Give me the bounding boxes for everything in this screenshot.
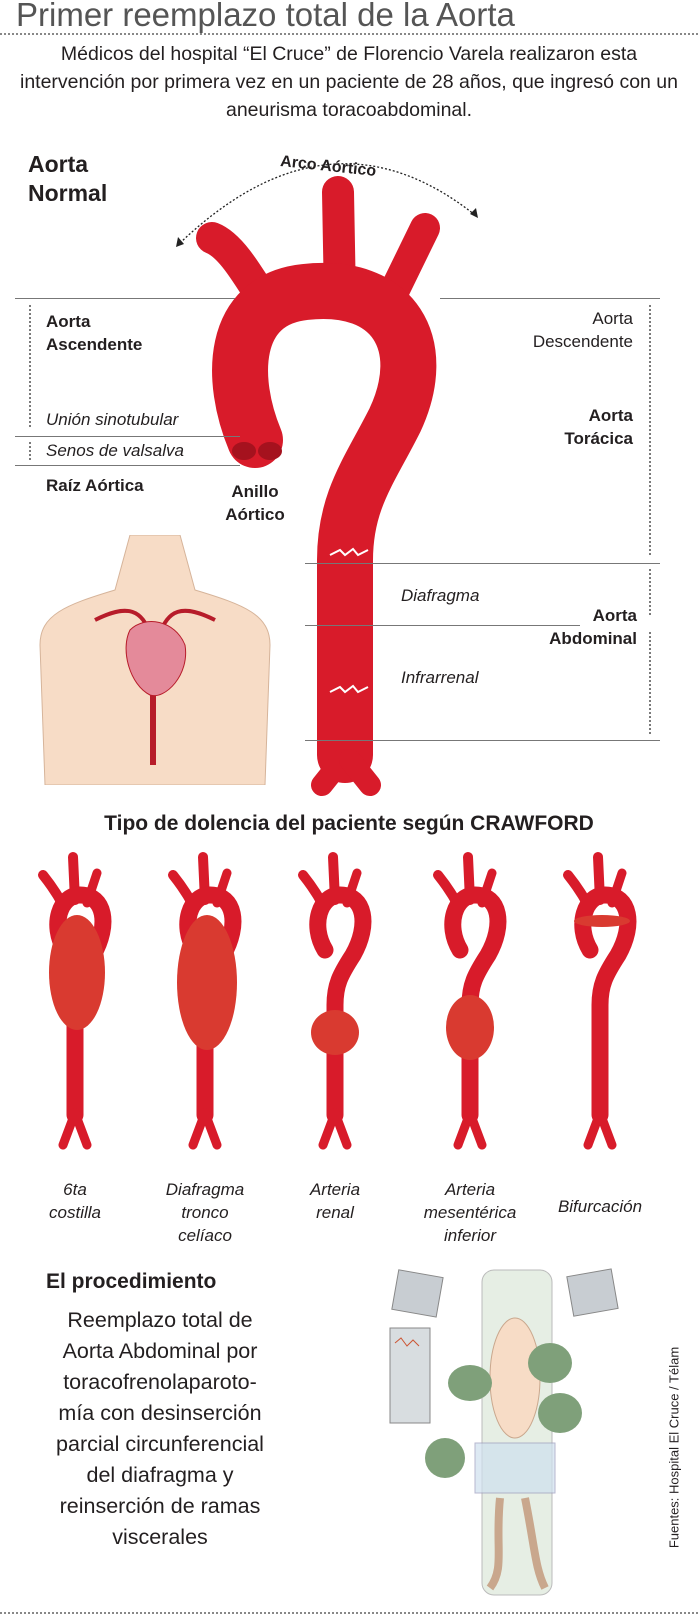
- divider: [440, 298, 660, 299]
- crawford-caption: Arteria renal: [270, 1178, 400, 1224]
- label-sinotubular: Unión sinotubular: [46, 410, 179, 429]
- cut-mark: [329, 684, 369, 694]
- procedure-line: reinserción de ramas: [59, 1494, 261, 1518]
- crawford-caption: 6ta costilla: [10, 1178, 140, 1224]
- divider: [15, 298, 235, 299]
- caption-line: Arteria: [444, 1180, 496, 1199]
- crawford-aorta-4: [433, 852, 507, 1150]
- divider: [15, 465, 240, 466]
- crawford-caption: Arteria mesentérica inferior: [405, 1178, 535, 1247]
- aneurysm: [574, 915, 630, 927]
- label-line: Aórtico: [225, 505, 285, 524]
- crawford-illustrations: [38, 852, 637, 1150]
- cut-mark: [329, 547, 369, 557]
- page-title: Primer reemplazo total de la Aorta: [16, 0, 515, 33]
- caption-line: inferior: [444, 1226, 496, 1245]
- caption-line: celíaco: [178, 1226, 232, 1245]
- intro-text: Médicos del hospital “El Cruce” de Flore…: [19, 43, 678, 121]
- procedure-line: del diafragma y: [86, 1463, 234, 1487]
- aneurysm: [177, 915, 237, 1050]
- crawford-aorta-2: [168, 852, 242, 1150]
- aorta-body: [212, 262, 437, 783]
- arch-arrow-head-right: [470, 208, 478, 218]
- label-diaphragm: Diafragma: [401, 586, 480, 605]
- procedure-line: toracofrenolaparoto-: [63, 1370, 257, 1394]
- divider: [305, 740, 660, 741]
- heading-line: Aorta: [28, 151, 89, 177]
- iliac-right: [339, 749, 381, 796]
- divider: [0, 1612, 698, 1614]
- divider: [15, 436, 240, 437]
- torso-illustration: [39, 535, 271, 785]
- divider: [0, 33, 698, 35]
- label-line: Anillo: [231, 482, 279, 501]
- procedure-line: viscerales: [112, 1525, 208, 1549]
- label-line: Torácica: [564, 429, 633, 448]
- label-line: Abdominal: [549, 629, 637, 648]
- procedure-text: Reemplazo total de Aorta Abdominal por tor…: [30, 1305, 290, 1553]
- label-line: Aorta: [592, 309, 633, 328]
- aneurysm: [446, 995, 494, 1060]
- source-credit: Fuentes: Hospital El Cruce / Télam: [666, 1346, 682, 1549]
- divider: [305, 625, 580, 626]
- caption-line: tronco: [181, 1203, 229, 1222]
- label-line: Aorta: [588, 406, 633, 425]
- aorta-illustration: [29, 163, 651, 796]
- label-line: Ascendente: [46, 335, 143, 354]
- aneurysm: [49, 915, 105, 1030]
- label-line: Aorta: [592, 606, 637, 625]
- label-line: Descendente: [532, 332, 633, 351]
- caption-line: Arteria: [309, 1180, 361, 1199]
- caption-line: Diafragma: [165, 1180, 245, 1199]
- procedure-line: mía con desinserción: [58, 1401, 262, 1425]
- heading-line: Normal: [28, 180, 108, 206]
- caption-line: renal: [316, 1203, 354, 1222]
- crawford-caption: Diafragma tronco celíaco: [140, 1178, 270, 1247]
- crawford-aorta-5: [563, 852, 637, 1150]
- crawford-aorta-1: [38, 852, 112, 1150]
- caption-line: 6ta: [63, 1180, 87, 1199]
- crawford-aorta-3: [298, 852, 372, 1150]
- crawford-caption: Bifurcación: [535, 1195, 665, 1218]
- label-valsalva: Senos de valsalva: [46, 441, 184, 460]
- arch-arrow-head-left: [176, 237, 184, 247]
- surgery-illustration: [389, 1268, 619, 1596]
- label-line: Aorta: [46, 312, 91, 331]
- aneurysm: [311, 1010, 359, 1055]
- caption-line: Bifurcación: [557, 1197, 643, 1216]
- normal-heading: Aorta Normal: [28, 150, 107, 208]
- procedure-line: Aorta Abdominal por: [62, 1339, 258, 1363]
- procedure-line: parcial circunferencial: [56, 1432, 264, 1456]
- crawford-title: Tipo de dolencia del paciente según CRAW…: [104, 812, 594, 835]
- iliac-left: [311, 749, 353, 796]
- label-infrarenal: Infrarrenal: [401, 668, 479, 687]
- label-root: Raíz Aórtica: [46, 476, 144, 495]
- divider: [305, 563, 660, 564]
- caption-line: mesentérica: [423, 1203, 517, 1222]
- procedure-line: Reemplazo total de: [67, 1308, 253, 1332]
- procedure-title: El procedimiento: [46, 1270, 217, 1293]
- caption-line: costilla: [49, 1203, 101, 1222]
